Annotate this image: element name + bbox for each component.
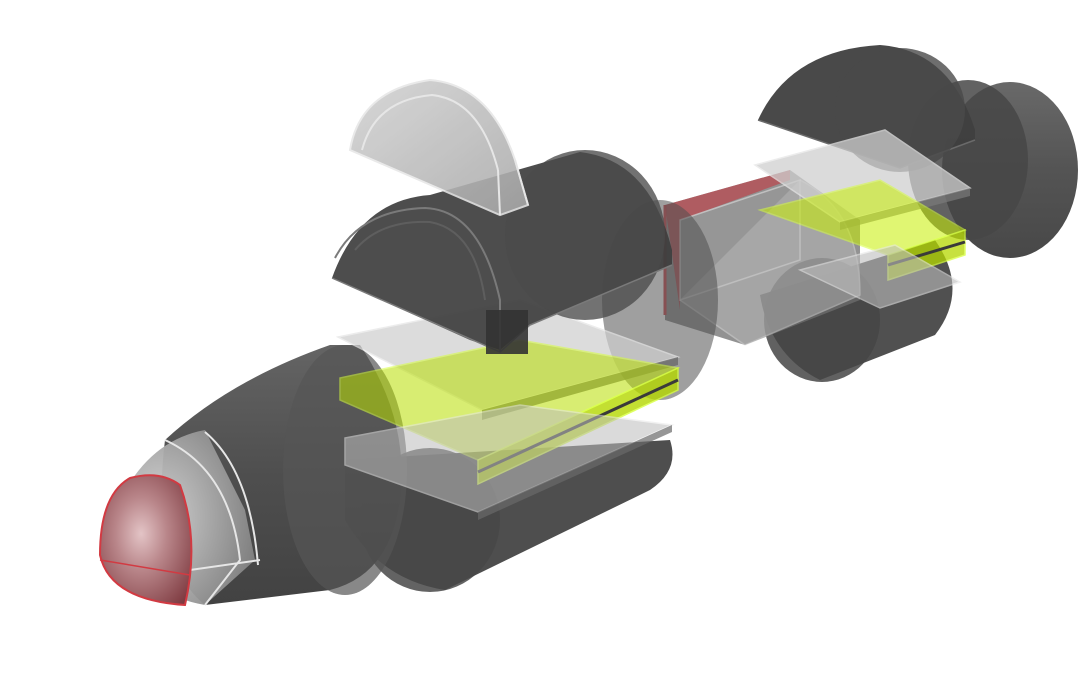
connector-sleeve[interactable] <box>602 170 861 400</box>
aft-electronics-stack[interactable] <box>753 129 972 309</box>
fin-canopy[interactable] <box>348 78 530 217</box>
forward-electronics-stack[interactable] <box>335 299 681 520</box>
mid-hull-upper[interactable] <box>331 150 673 354</box>
nose-tip[interactable] <box>98 474 193 607</box>
